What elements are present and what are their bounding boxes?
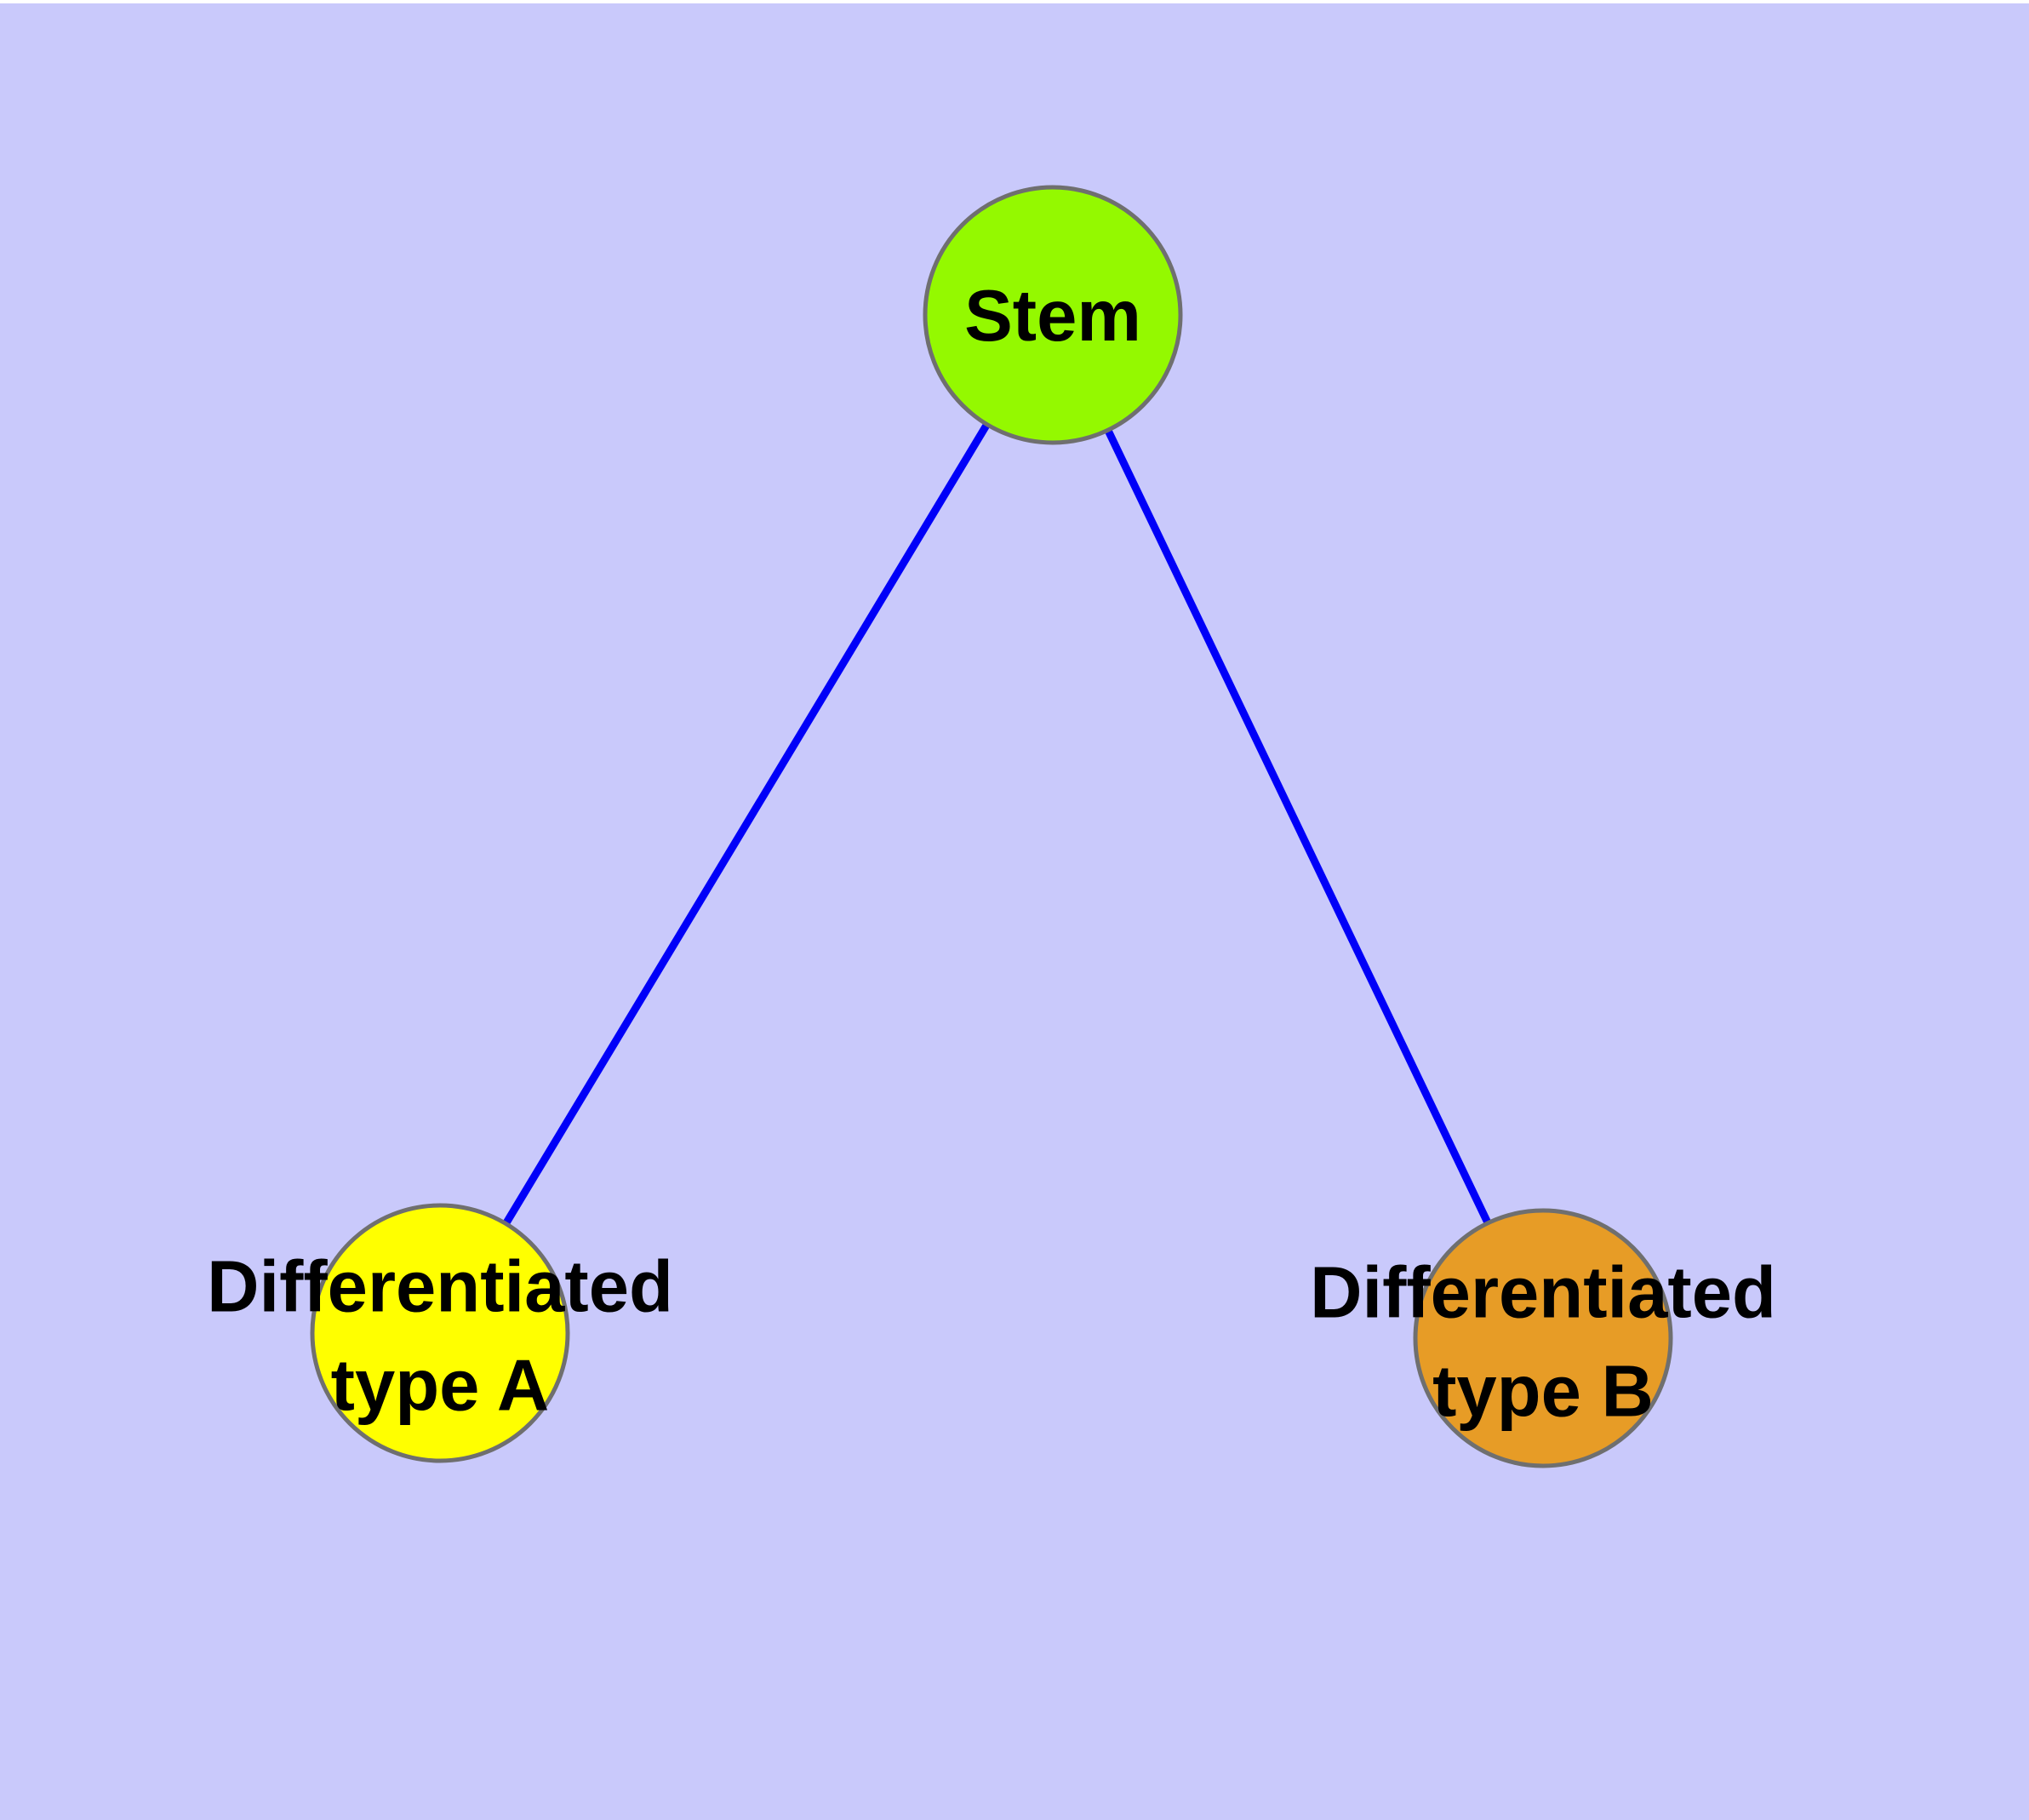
node-type-b-circle	[1413, 1208, 1673, 1468]
edge-stem-to-type-b	[1049, 313, 1547, 1340]
top-edge-strip	[0, 0, 2029, 3]
edge-stem-to-type-a	[437, 312, 1056, 1336]
node-type-a-label: Differentiated type A	[207, 1246, 673, 1426]
node-type-b-label: Differentiated type B	[1310, 1252, 1776, 1432]
node-type-a-circle	[310, 1203, 570, 1463]
node-stem-label: Stem	[964, 276, 1141, 358]
node-stem-circle	[923, 185, 1183, 445]
